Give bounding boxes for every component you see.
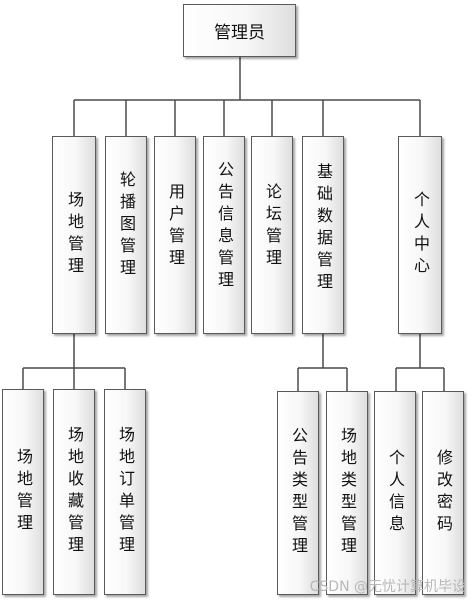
- node-forum-management: 论坛管理: [251, 136, 293, 334]
- node-basic-data-management-label: 基础数据管理: [314, 163, 333, 295]
- node-personal-info: 个人信息: [374, 391, 416, 595]
- node-venue-management-sub: 场地管理: [2, 389, 44, 595]
- node-admin: 管理员: [183, 4, 296, 57]
- node-notice-management-label: 公告信息管理: [215, 161, 234, 293]
- node-carousel-management-label: 轮播图管理: [117, 171, 136, 281]
- node-change-password-label: 修改密码: [434, 449, 453, 537]
- node-user-management-label: 用户管理: [166, 183, 185, 271]
- node-venue-type-management-label: 场地类型管理: [338, 427, 357, 559]
- node-notice-management: 公告信息管理: [203, 136, 245, 334]
- node-personal-center: 个人中心: [398, 136, 442, 334]
- node-basic-data-management: 基础数据管理: [302, 136, 344, 334]
- node-venue-favorites-management-label: 场地收藏管理: [65, 426, 84, 558]
- node-personal-info-label: 个人信息: [386, 449, 405, 537]
- node-user-management: 用户管理: [154, 136, 196, 334]
- node-personal-center-label: 个人中心: [411, 191, 430, 279]
- csdn-watermark: CSDN @无忧计算机毕设: [309, 579, 466, 595]
- node-change-password: 修改密码: [422, 391, 464, 595]
- node-carousel-management: 轮播图管理: [105, 136, 147, 334]
- node-venue-management-label: 场地管理: [65, 191, 84, 279]
- node-venue-order-management: 场地订单管理: [104, 389, 146, 595]
- node-notice-type-management-label: 公告类型管理: [289, 427, 308, 559]
- node-venue-type-management: 场地类型管理: [326, 391, 368, 595]
- node-venue-management: 场地管理: [52, 136, 96, 334]
- node-venue-order-management-label: 场地订单管理: [116, 426, 135, 558]
- node-admin-label: 管理员: [214, 23, 265, 43]
- node-venue-favorites-management: 场地收藏管理: [53, 389, 95, 595]
- node-forum-management-label: 论坛管理: [263, 183, 282, 271]
- node-notice-type-management: 公告类型管理: [277, 391, 319, 595]
- node-venue-management-sub-label: 场地管理: [14, 448, 33, 536]
